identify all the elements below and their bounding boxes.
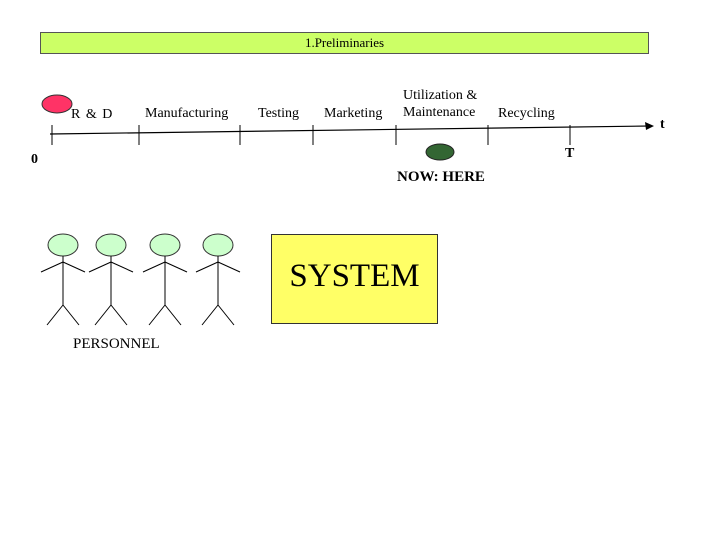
figure-limb xyxy=(142,261,166,273)
figure-limb xyxy=(62,304,80,326)
system-label: SYSTEM xyxy=(289,257,420,294)
figure-head xyxy=(202,233,234,257)
stick-figure xyxy=(195,233,241,326)
phase-label-maintenance: Maintenance xyxy=(403,105,476,120)
figure-limb xyxy=(46,304,64,326)
preliminaries-banner: 1.Preliminaries xyxy=(40,32,649,54)
now-marker xyxy=(425,143,455,161)
timeline-arrowhead xyxy=(645,122,654,130)
figure-limb xyxy=(110,261,134,273)
stick-figure xyxy=(88,233,134,326)
now-label: NOW: HERE xyxy=(397,169,485,185)
stick-figure xyxy=(142,233,188,326)
phase-label-rd: R & D xyxy=(71,107,113,122)
figure-limb xyxy=(94,304,112,326)
figure-limb xyxy=(62,261,86,273)
phase-label-testing: Testing xyxy=(258,106,300,121)
figure-limb xyxy=(164,304,182,326)
figure-limb xyxy=(164,261,188,273)
figure-limb xyxy=(217,304,235,326)
figure-limb xyxy=(201,304,219,326)
timeline-axis xyxy=(49,125,651,135)
axis-label-t: t xyxy=(660,117,665,132)
phase-label-utilization: Utilization & xyxy=(403,88,478,103)
figure-limb xyxy=(195,261,219,273)
figure-limb xyxy=(40,261,64,273)
phase-label-marketing: Marketing xyxy=(324,106,383,121)
figure-head xyxy=(95,233,127,257)
personnel-label: PERSONNEL xyxy=(73,336,160,352)
figure-head xyxy=(149,233,181,257)
banner-title: 1.Preliminaries xyxy=(304,35,385,50)
end-label: T xyxy=(565,146,575,161)
figure-head xyxy=(47,233,79,257)
personnel-figures xyxy=(40,233,241,326)
phase-label-recycling: Recycling xyxy=(498,106,555,121)
phase-label-manufacturing: Manufacturing xyxy=(145,106,229,121)
stick-figure xyxy=(40,233,86,326)
figure-limb xyxy=(148,304,166,326)
system-box: SYSTEM xyxy=(271,234,438,324)
origin-label: 0 xyxy=(31,152,38,167)
figure-limb xyxy=(217,261,241,273)
start-marker xyxy=(41,94,73,114)
figure-limb xyxy=(88,261,112,273)
figure-limb xyxy=(110,304,128,326)
